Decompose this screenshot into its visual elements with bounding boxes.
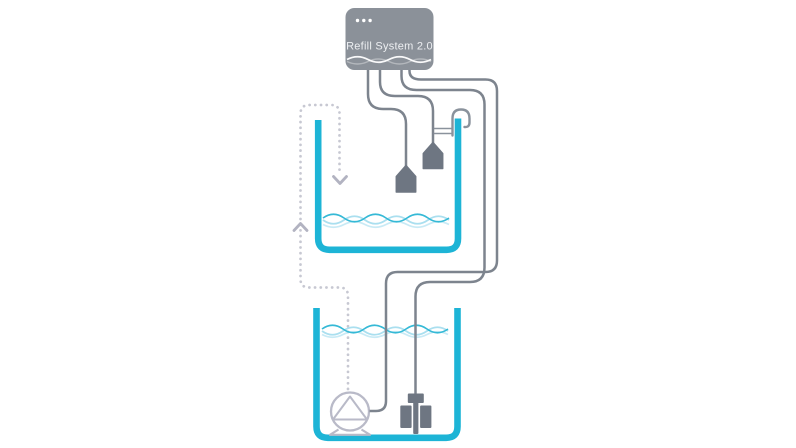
upper-tank-glass [314, 118, 462, 254]
refill-flow-path [292, 103, 350, 391]
upper-water-surface [322, 213, 450, 229]
chevron-down-icon [332, 175, 348, 185]
cable-pump [369, 70, 499, 413]
status-dot [362, 18, 366, 23]
pump-body [329, 391, 371, 432]
cables [366, 70, 499, 413]
flow-dotted-line [299, 103, 350, 391]
sensor-clamp-icon [433, 127, 453, 135]
cable-sensor-high [378, 70, 435, 144]
pump-stand [328, 428, 372, 436]
tank-rim-hook-icon [451, 108, 471, 137]
controller-body [345, 8, 434, 70]
level-sensor-high-icon [422, 141, 444, 170]
wave-light-2 [322, 220, 450, 229]
controller-title: Refill System 2.0 [346, 41, 433, 53]
float-switch-float-right [420, 405, 432, 428]
rim-hook-assembly [433, 108, 471, 137]
float-switch-stem [413, 402, 419, 434]
controller-box: Refill System 2.0 [345, 8, 434, 70]
status-dot [368, 18, 372, 23]
float-switch-cap [407, 393, 424, 403]
status-dots-icon [355, 18, 372, 23]
cable-sensor-low [366, 70, 408, 167]
upper-tank [314, 118, 462, 254]
cable-float-switch [400, 70, 486, 394]
pump-icon [328, 391, 372, 436]
status-dot [355, 18, 360, 23]
controller-wave-echo [346, 58, 432, 65]
float-switch-icon [400, 393, 432, 434]
pump-impeller-triangle [332, 395, 368, 421]
controller-wave-line [346, 55, 432, 64]
wave-light-1 [322, 215, 450, 225]
chevron-up-icon [292, 222, 309, 232]
level-sensor-low-icon [395, 164, 417, 193]
controller-wave-icon [346, 55, 432, 65]
wave-primary [322, 213, 450, 223]
level-sensors [395, 141, 444, 193]
lower-tank-glass [313, 308, 461, 442]
float-switch-float-left [400, 405, 412, 428]
